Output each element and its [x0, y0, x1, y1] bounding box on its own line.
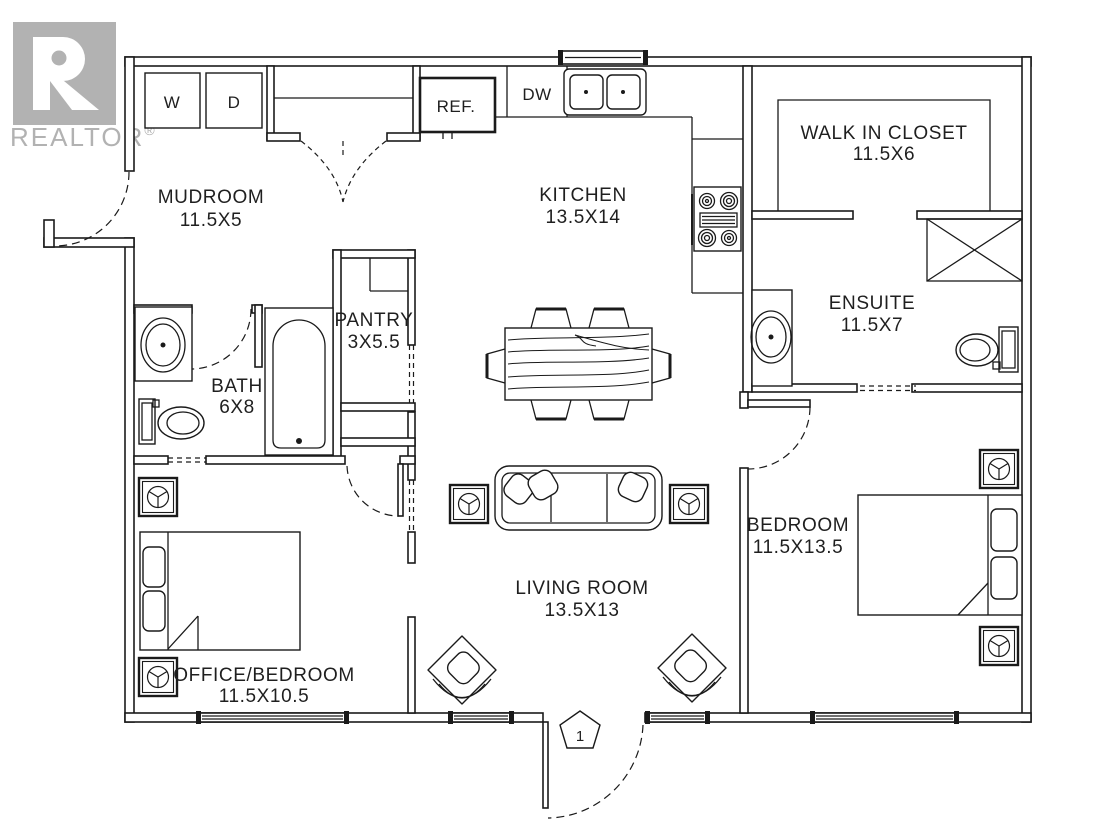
office-bed — [139, 531, 301, 651]
office-bedroom-name: OFFICE/BEDROOM — [173, 665, 355, 686]
corner-chair — [657, 633, 727, 703]
closet-dims: 11.5X6 — [853, 144, 915, 165]
pantry-name: PANTRY — [335, 310, 414, 331]
bath: BATH 6X8 — [134, 306, 334, 456]
ensuite: ENSUITE 11.5X7 — [750, 218, 1023, 387]
ensuite-vanity — [750, 289, 793, 387]
lamp-table — [668, 483, 710, 525]
lamp-table — [137, 656, 179, 698]
office-bedroom: OFFICE/BEDROOM 11.5X10.5 — [137, 476, 355, 707]
washer — [144, 72, 201, 129]
fridge-label: REF. — [437, 97, 476, 116]
living-room-name: LIVING ROOM — [515, 578, 648, 599]
fridge — [418, 76, 497, 134]
bedroom-dims: 11.5X13.5 — [753, 537, 844, 558]
nightstand — [978, 625, 1020, 667]
living-room-dims: 13.5X13 — [545, 600, 620, 621]
bedroom-bed — [857, 494, 1023, 616]
bedroom: BEDROOM 11.5X13.5 — [747, 448, 1023, 667]
living-window-right — [645, 711, 710, 724]
ensuite-dims: 11.5X7 — [841, 315, 903, 336]
ensuite-toilet — [955, 326, 1019, 373]
lamp-table — [448, 483, 490, 525]
kitchen-sink — [563, 68, 647, 116]
realtor-wordmark: REALTOR® — [10, 122, 157, 152]
pantry: PANTRY 3X5.5 — [335, 310, 414, 353]
sofa-pillow — [503, 473, 535, 505]
bath-toilet — [138, 398, 205, 445]
bath-dims: 6X8 — [219, 397, 255, 418]
bedroom-name: BEDROOM — [747, 515, 849, 536]
side-entry-door — [54, 171, 130, 247]
closet-name: WALK IN CLOSET — [800, 123, 967, 144]
living-room: LIVING ROOM 13.5X13 — [427, 465, 727, 705]
kitchen-dims: 13.5X14 — [546, 207, 621, 228]
sofa — [494, 465, 663, 531]
interior-walls — [133, 65, 1023, 714]
kitchen-window — [558, 50, 648, 65]
front-door — [542, 721, 644, 819]
dining-set — [485, 307, 672, 421]
sofa-pillow — [527, 469, 559, 501]
bath-vanity — [134, 306, 193, 382]
nightstand — [978, 448, 1020, 490]
dishwasher-label: DW — [522, 85, 551, 104]
front-door-marker: 1 — [559, 710, 601, 749]
mudroom: W D MUDROOM 11.5X5 — [144, 72, 265, 231]
lamp-table — [137, 476, 179, 518]
kitchen: REF. DW KITC — [418, 66, 743, 294]
front-door-number: 1 — [576, 728, 584, 745]
office-bedroom-dims: 11.5X10.5 — [219, 686, 310, 707]
walk-in-closet: WALK IN CLOSET 11.5X6 — [800, 123, 967, 165]
pantry-dims: 3X5.5 — [348, 332, 401, 353]
bathtub — [264, 307, 334, 456]
bedroom-window — [810, 711, 959, 724]
bath-name: BATH — [211, 376, 263, 397]
mudroom-dims: 11.5X5 — [180, 210, 242, 231]
dryer — [205, 72, 263, 129]
dryer-label: D — [228, 93, 241, 112]
living-window-left — [448, 711, 514, 724]
washer-label: W — [164, 93, 181, 112]
stove — [691, 186, 742, 252]
realtor-logo: REALTOR® — [10, 22, 157, 152]
corner-chair — [427, 635, 497, 705]
office-window — [196, 711, 349, 724]
mudroom-name: MUDROOM — [158, 187, 265, 208]
shower — [926, 218, 1023, 282]
sofa-pillow — [617, 471, 649, 503]
ensuite-name: ENSUITE — [829, 293, 916, 314]
kitchen-name: KITCHEN — [539, 185, 627, 206]
